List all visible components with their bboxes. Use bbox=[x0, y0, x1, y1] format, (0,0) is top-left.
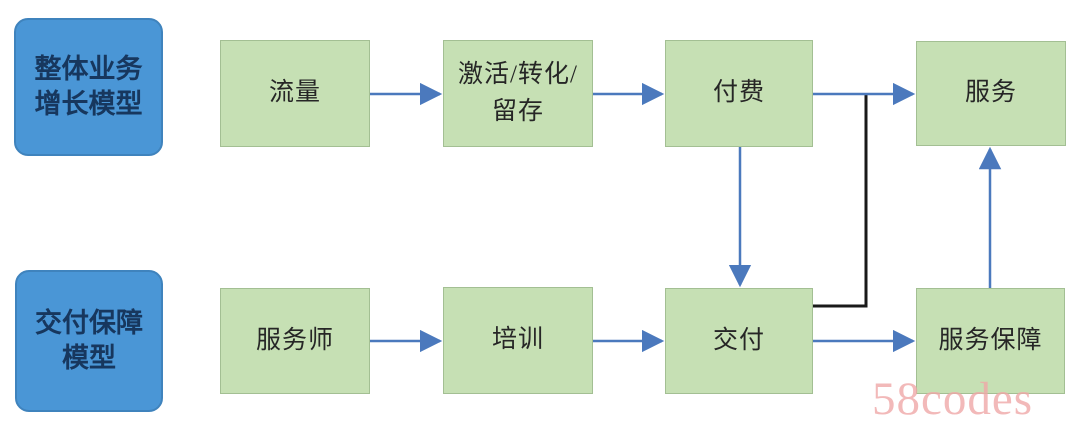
node-traffic: 流量 bbox=[220, 40, 370, 147]
node-service: 服务 bbox=[916, 41, 1066, 146]
node-activation-conversion-retention: 激活/转化/留存 bbox=[443, 40, 593, 147]
node-delivery: 交付 bbox=[665, 288, 813, 394]
node-service-provider: 服务师 bbox=[220, 288, 370, 394]
edge-delivery-to-service-elbow bbox=[813, 95, 868, 308]
node-service-guarantee: 服务保障 bbox=[916, 288, 1065, 394]
model-label-growth: 整体业务增长模型 bbox=[14, 18, 163, 156]
watermark-text: 58codes bbox=[872, 373, 1034, 425]
node-training: 培训 bbox=[443, 287, 593, 394]
node-payment: 付费 bbox=[665, 40, 813, 147]
model-label-delivery-guarantee: 交付保障模型 bbox=[15, 270, 163, 412]
